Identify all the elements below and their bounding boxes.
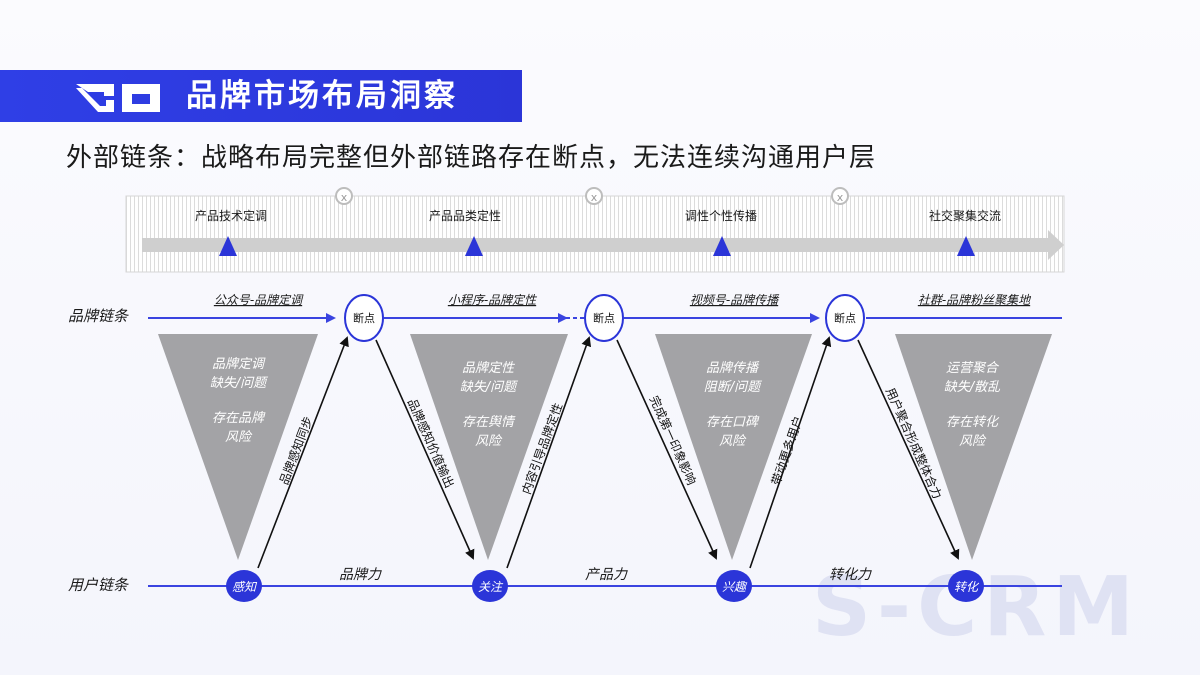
strategy-item: 调性个性传播 (685, 208, 757, 223)
funnel: 运营聚合 缺失/散乱 存在转化 风险 (895, 334, 1052, 560)
down-arrow (857, 339, 960, 560)
brand-logo (74, 78, 164, 118)
svg-text:品牌传播: 品牌传播 (706, 361, 760, 376)
brand-chain: 品牌链条 公众号-品牌定调 小程序-品牌定性 视频号-品牌传播 社群-品牌粉丝聚… (68, 293, 1062, 342)
svg-text:x: x (591, 191, 598, 204)
svg-text:x: x (341, 191, 348, 204)
svg-text:关注: 关注 (478, 580, 504, 594)
svg-text:阻断/问题: 阻断/问题 (704, 380, 763, 395)
up-arrow (749, 336, 832, 569)
svg-text:风险: 风险 (719, 433, 747, 449)
brand-chain-label: 品牌链条 (68, 307, 129, 325)
strategy-bar-background (125, 195, 1065, 273)
svg-text:兴趣: 兴趣 (722, 580, 748, 594)
strategy-item: 产品技术定调 (195, 208, 267, 223)
down-arrow (616, 339, 718, 560)
strategy-item: 社交聚集交流 (929, 208, 1001, 223)
svg-text:感知: 感知 (232, 580, 258, 594)
svg-text:断点: 断点 (593, 311, 615, 325)
brand-segment-label: 视频号-品牌传播 (690, 293, 780, 307)
breakpoint-node: 断点 (584, 294, 624, 342)
brand-segment-label: 公众号-品牌定调 (214, 293, 304, 307)
up-arrow (506, 336, 592, 569)
triangle-marker (957, 236, 975, 256)
svg-text:风险: 风险 (475, 433, 503, 449)
svg-text:缺失/问题: 缺失/问题 (460, 380, 519, 395)
break-mark: x (585, 187, 603, 205)
down-arrow (375, 339, 475, 560)
user-node: 兴趣 (716, 570, 752, 602)
svg-text:存在口碑: 存在口碑 (706, 415, 760, 430)
break-mark: x (831, 187, 849, 205)
user-node: 关注 (472, 570, 508, 602)
triangle-marker (219, 236, 237, 256)
brand-segment-label: 社群-品牌粉丝聚集地 (918, 293, 1032, 307)
force-label: 品牌力 (339, 567, 382, 583)
svg-text:品牌定调: 品牌定调 (212, 356, 266, 372)
funnel: 品牌定性 缺失/问题 存在舆情 风险 (410, 334, 568, 560)
breakpoint-node: 断点 (344, 294, 384, 342)
strategy-item: 产品品类定性 (429, 208, 501, 223)
svg-text:x: x (837, 191, 844, 204)
svg-text:品牌定性: 品牌定性 (462, 360, 516, 376)
svg-text:断点: 断点 (353, 311, 375, 325)
user-chain-label: 用户链条 (68, 576, 129, 594)
force-label: 转化力 (829, 567, 872, 583)
svg-text:缺失/问题: 缺失/问题 (210, 376, 269, 391)
page-subtitle: 外部链条：战略布局完整但外部链路存在断点，无法连续沟通用户层 (66, 143, 877, 173)
force-label: 产品力 (585, 567, 628, 583)
funnel: 品牌传播 阻断/问题 存在口碑 风险 (655, 334, 812, 560)
strategy-bar-arrow (142, 230, 1064, 260)
svg-text:风险: 风险 (225, 429, 253, 445)
user-node: 感知 (226, 570, 262, 602)
break-mark: x (335, 187, 353, 205)
breakpoint-node: 断点 (825, 294, 865, 342)
svg-text:运营聚合: 运营聚合 (946, 361, 1000, 376)
page-title: 品牌市场布局洞察 (186, 78, 458, 114)
triangle-marker (465, 236, 483, 256)
triangle-marker (713, 236, 731, 256)
user-chain: 用户链条 品牌力 产品力 转化力 感知 关注 兴趣 转化 (68, 567, 1062, 602)
svg-text:缺失/散乱: 缺失/散乱 (944, 380, 1001, 395)
connector-arrows: 品牌感知同步 品牌感知价值输出 内容引导品牌定性 完成第一印象影响 带动更多用户… (257, 336, 960, 569)
svg-text:存在舆情: 存在舆情 (462, 415, 516, 430)
svg-text:转化: 转化 (954, 580, 980, 594)
brand-segment-label: 小程序-品牌定性 (448, 293, 537, 307)
strategy-bar: x x x 产品技术定调 产品品类定性 调性个性传播 社交聚集交流 (125, 187, 1065, 273)
user-node: 转化 (948, 570, 984, 602)
up-arrow (257, 336, 349, 569)
svg-text:存在转化: 存在转化 (946, 415, 1000, 430)
svg-text:存在品牌: 存在品牌 (212, 411, 266, 426)
svg-text:风险: 风险 (959, 433, 987, 449)
funnel: 品牌定调 缺失/问题 存在品牌 风险 (158, 334, 318, 560)
svg-text:断点: 断点 (834, 311, 856, 325)
